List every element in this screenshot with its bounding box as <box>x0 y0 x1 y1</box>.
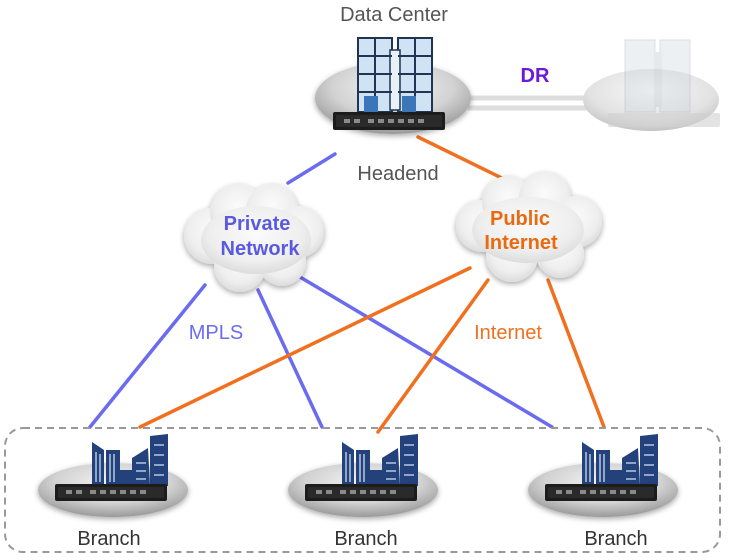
cloud-icon <box>184 184 324 292</box>
public-internet-label-line-2: Internet <box>484 232 558 254</box>
branch-office-building-icon <box>342 434 418 486</box>
branch-group-border <box>4 427 721 553</box>
branch-label-1: Branch <box>77 528 140 550</box>
data-center-site <box>315 37 471 134</box>
branch-label-2: Branch <box>334 528 397 550</box>
dr-label: DR <box>521 65 550 87</box>
q-balancer-appliance-icon <box>333 112 445 130</box>
faded-q-balancer-appliance-icon <box>608 113 720 127</box>
q-balancer-appliance-icon <box>545 484 657 501</box>
headend-label: Headend <box>357 163 438 185</box>
q-balancer-appliance-icon <box>305 484 417 501</box>
mpls-link-branch-2 <box>256 288 324 429</box>
internet-link-branch-3 <box>546 278 606 429</box>
dr-link <box>468 95 595 111</box>
mpls-link-branch-1 <box>88 283 207 429</box>
internet-link-headend <box>416 135 516 186</box>
dr-site <box>583 39 720 131</box>
data-center-label: Data Center <box>340 4 448 26</box>
internet-label: Internet <box>474 322 542 344</box>
faded-office-building-icon <box>624 39 691 113</box>
cloud-icon <box>456 172 602 282</box>
branch-office-building-icon <box>92 434 168 486</box>
internet-links <box>138 135 606 434</box>
mpls-label: MPLS <box>189 322 243 344</box>
branch-label-3: Branch <box>584 528 647 550</box>
private-network-cloud <box>184 184 324 292</box>
q-balancer-appliance-icon <box>55 484 167 501</box>
branch-site-3 <box>528 434 678 517</box>
mpls-link-branch-3 <box>298 275 554 429</box>
branch-site-2 <box>288 434 438 517</box>
public-internet-label-line-1: Public <box>490 208 550 230</box>
public-internet-cloud <box>456 172 602 282</box>
internet-link-branch-1 <box>138 266 472 429</box>
private-network-label-line-1: Private <box>224 213 291 235</box>
branch-office-building-icon <box>582 434 658 486</box>
mpls-link-headend <box>286 152 337 185</box>
internet-link-branch-2 <box>376 278 490 434</box>
office-building-icon <box>357 37 433 113</box>
private-network-label-line-2: Network <box>221 238 301 260</box>
branch-site-1 <box>38 434 188 517</box>
mpls-links <box>88 152 554 429</box>
